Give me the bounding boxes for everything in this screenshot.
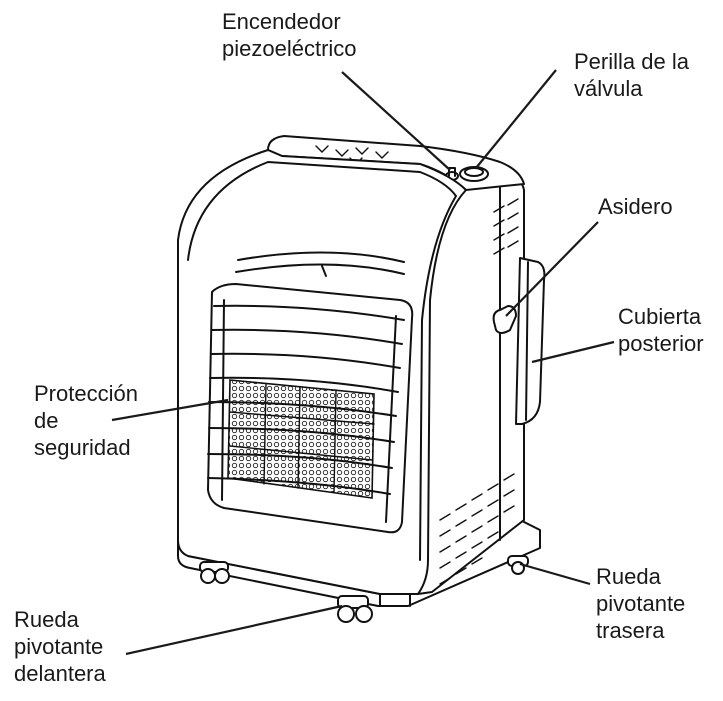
label-piezo-igniter: Encendedor piezoeléctrico bbox=[222, 9, 357, 61]
label-front-caster: Rueda pivotante delantera bbox=[14, 607, 106, 686]
front-louvres bbox=[235, 251, 405, 277]
label-back-cover: Cubierta posterior bbox=[618, 304, 704, 356]
label-rear-caster: Rueda pivotante trasera bbox=[596, 564, 686, 643]
label-safety-guard: Protección de seguridad bbox=[34, 381, 138, 460]
valve-knob bbox=[459, 166, 489, 182]
leader-rear-caster bbox=[519, 562, 591, 586]
leader-piezo bbox=[341, 71, 451, 171]
label-valve-knob: Perilla de la válvula bbox=[574, 49, 689, 101]
front-caster-wheel bbox=[337, 595, 373, 623]
leader-handle bbox=[505, 221, 599, 317]
side-vents-lower bbox=[439, 473, 515, 585]
label-handle: Asidero bbox=[598, 194, 673, 219]
leader-back-cover bbox=[531, 340, 615, 364]
left-caster-wheel bbox=[199, 561, 230, 584]
leader-valve bbox=[475, 69, 557, 169]
leader-guard bbox=[111, 398, 229, 422]
leader-lines bbox=[111, 69, 615, 656]
safety-guard bbox=[207, 283, 414, 534]
leader-front-caster bbox=[125, 604, 343, 656]
back-cover bbox=[515, 257, 546, 425]
side-vents-upper bbox=[493, 198, 519, 255]
